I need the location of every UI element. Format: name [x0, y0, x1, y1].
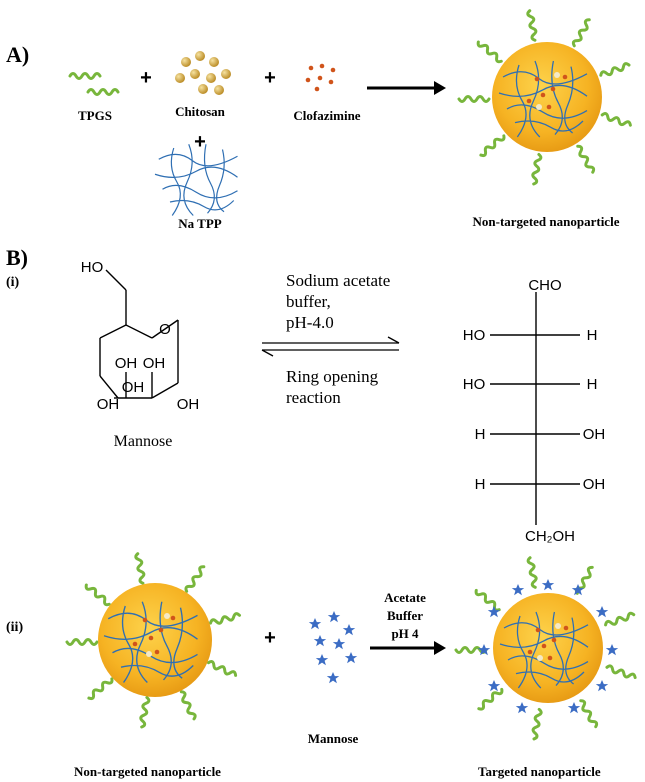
condition-line: buffer,: [286, 292, 331, 311]
chain-substituent: H: [475, 476, 486, 493]
ch2oh-label: CH₂OH: [525, 528, 575, 545]
clofazimine-label: Clofazimine: [293, 108, 360, 123]
na-tpp-label: Na TPP: [178, 216, 222, 231]
chain-substituent: HO: [463, 327, 486, 344]
tpgs-label: TPGS: [78, 108, 112, 123]
equilibrium-arrow: [261, 336, 400, 357]
ring-oh-label: OH: [143, 355, 166, 372]
chain-substituent: H: [475, 426, 486, 443]
mannose-stars-icon: [308, 611, 358, 684]
plus-sign: +: [264, 67, 276, 89]
chain-substituent: OH: [583, 476, 606, 493]
ring-oh-label: OH: [122, 379, 145, 396]
panel-a-label: A): [6, 42, 30, 67]
ring-oh-label: OH: [97, 396, 120, 413]
condition-line: Sodium acetate: [286, 271, 391, 290]
tpgs-icon: [68, 72, 120, 96]
sub-panel-i-label: (i): [6, 275, 20, 290]
mannose-ring-structure: [99, 269, 179, 399]
description-line: reaction: [286, 388, 341, 407]
mannose-label: Mannose: [308, 731, 359, 746]
condition-label: Acetate: [384, 590, 426, 605]
panel-b-label: B): [6, 245, 28, 270]
chitosan-label: Chitosan: [175, 104, 226, 119]
product-label: Non-targeted nanoparticle: [473, 214, 620, 229]
chain-substituent: H: [587, 327, 598, 344]
nanoparticle-icon: [457, 8, 633, 186]
chain-substituent: OH: [583, 426, 606, 443]
mannose-name: Mannose: [114, 433, 173, 450]
plus-sign: +: [264, 627, 276, 649]
na-tpp-icon: [154, 143, 239, 217]
chain-substituent: H: [587, 376, 598, 393]
cho-label: CHO: [528, 277, 561, 294]
condition-label: pH 4: [391, 626, 419, 641]
plus-sign: +: [194, 131, 206, 153]
reaction-conditions: Sodium acetate buffer, pH-4.0: [286, 270, 390, 333]
ring-oh-label: OH: [115, 355, 138, 372]
chitosan-icon: [175, 51, 231, 95]
condition-label: Buffer: [387, 608, 423, 623]
targeted-nanoparticle-icon: [454, 555, 638, 741]
reaction-arrow: [367, 81, 446, 95]
ring-oh-label: OH: [177, 396, 200, 413]
ring-o-label: O: [159, 321, 171, 338]
reaction-description: Ring opening reaction: [286, 366, 378, 408]
ring-ho-label: HO: [81, 259, 104, 276]
condition-line: pH-4.0: [286, 313, 334, 332]
open-chain-structure: [490, 292, 580, 525]
chain-substituent: HO: [463, 376, 486, 393]
left-nanoparticle-label: Non-targeted nanoparticle: [74, 764, 221, 779]
clofazimine-icon: [305, 63, 336, 92]
reaction-arrow: [370, 641, 446, 655]
description-line: Ring opening: [286, 367, 379, 386]
right-nanoparticle-label: Targeted nanoparticle: [478, 764, 601, 779]
non-targeted-nanoparticle-icon: [65, 551, 242, 729]
sub-panel-ii-label: (ii): [6, 620, 24, 635]
plus-sign: +: [140, 67, 152, 89]
